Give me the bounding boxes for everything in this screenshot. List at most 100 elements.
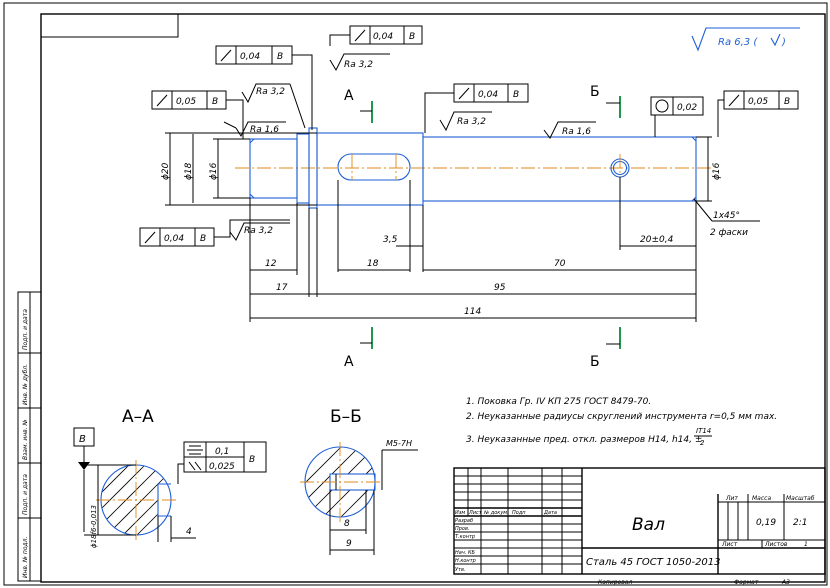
side-stamp-s5: Инв. № подл. bbox=[22, 537, 29, 578]
tb-row-utv: Утв. bbox=[455, 567, 466, 573]
tb-head-massa: Масса bbox=[752, 495, 771, 502]
fcf-sym-value2: 0,025 bbox=[209, 462, 235, 472]
fcf-left-lower: 0,04 В bbox=[139, 219, 290, 247]
section-mark-a-bottom: А bbox=[344, 354, 354, 370]
chamfer-note: 1х45° 2 фаски bbox=[693, 198, 760, 238]
fcf-center: 0,04 В bbox=[424, 83, 529, 133]
tb-list-label: Лист bbox=[721, 541, 738, 548]
section-title-aa: А–А bbox=[122, 407, 154, 427]
fcf-right: 0,05 В bbox=[717, 90, 799, 137]
note-3-numerator: IT14 bbox=[696, 427, 711, 435]
fcf-left-lower-base: В bbox=[200, 234, 206, 244]
diameter-dims: ϕ20 ϕ18 ϕ16 ϕ16 bbox=[161, 132, 722, 206]
tb-material: Сталь 45 ГОСТ 1050-2013 bbox=[586, 557, 721, 568]
tb-kopiroval: Копировал bbox=[598, 579, 632, 586]
dim-d18f6: ϕ18f6-0,013 bbox=[90, 505, 98, 548]
fcf-center-base: В bbox=[513, 90, 519, 100]
section-mark-a-top: А bbox=[344, 88, 354, 104]
dim-70: 70 bbox=[554, 259, 566, 269]
side-stamp-s4: Подп. и дата bbox=[22, 474, 29, 515]
side-stamp-s1: Подп. и дата bbox=[22, 309, 29, 350]
tb-col-podp: Подп bbox=[512, 510, 526, 516]
note-3-denominator: 2 bbox=[700, 439, 705, 447]
fcf-left-mid: 0,05 В bbox=[151, 90, 244, 139]
dim-12: 12 bbox=[265, 259, 277, 269]
tb-listov-value: 1 bbox=[804, 541, 808, 548]
note-1: 1. Поковка Гр. IV КП 275 ГОСТ 8479-70. bbox=[466, 397, 651, 407]
chamfer-count: 2 фаски bbox=[710, 228, 748, 238]
dim-20pm: 20±0,4 bbox=[640, 235, 674, 245]
fcf-center-value: 0,04 bbox=[478, 90, 498, 100]
section-bb: Б–Б М5-7Н 8 9 bbox=[300, 407, 418, 555]
tb-format-value: А3 bbox=[781, 579, 790, 586]
fcf-left-upper-value: 0,04 bbox=[240, 52, 260, 62]
side-stamp-s3: Взам. инв. № bbox=[22, 419, 29, 460]
section-cuts: А Б А Б bbox=[344, 84, 621, 370]
fcf-right-value: 0,05 bbox=[748, 97, 768, 107]
tb-part-name: Вал bbox=[632, 515, 665, 535]
tb-col-izm: Изм bbox=[455, 510, 465, 516]
roughness-r5: Ra 1,6 bbox=[562, 127, 591, 137]
tb-listov-label: Листов bbox=[764, 541, 788, 548]
tb-scale: 2:1 bbox=[793, 518, 807, 528]
fcf-left-mid-value: 0,05 bbox=[176, 97, 196, 107]
dim-114: 114 bbox=[464, 307, 481, 317]
tb-row-nkontr: Н.контр bbox=[455, 558, 476, 564]
general-roughness-tail: ) bbox=[781, 37, 786, 48]
dim-95: 95 bbox=[494, 283, 506, 293]
fcf-right-base: В bbox=[784, 97, 790, 107]
dim-17: 17 bbox=[276, 283, 288, 293]
section-aa: А–А В ϕ18f bbox=[73, 407, 267, 548]
dim-d16b: ϕ16 bbox=[712, 162, 722, 180]
dim-d16a: ϕ16 bbox=[209, 162, 219, 180]
section-mark-b-bottom: Б bbox=[590, 354, 600, 370]
fcf-sym-base: В bbox=[249, 455, 255, 465]
datum-label: В bbox=[79, 434, 86, 445]
tb-row-nach: Нач. КБ bbox=[455, 550, 476, 556]
fcf-top-base: В bbox=[409, 32, 415, 42]
tb-row-tkontr: Т.контр bbox=[455, 534, 475, 540]
tb-format: Формат bbox=[734, 579, 759, 586]
roughness-r3: Ra 1,6 bbox=[250, 125, 279, 135]
note-2: 2. Неуказанные радиусы скруглений инстру… bbox=[466, 412, 777, 422]
tb-head-lit: Лит bbox=[725, 495, 738, 502]
roughness-r6: Ra 3,2 bbox=[244, 226, 273, 236]
fcf-top: 0,04 В bbox=[329, 25, 423, 46]
fcf-round-value: 0,02 bbox=[677, 103, 697, 113]
tb-mass: 0,19 bbox=[756, 518, 776, 528]
general-roughness-text: Ra 6,3 ( bbox=[718, 37, 758, 48]
fcf-left-lower-value: 0,04 bbox=[164, 234, 184, 244]
roughness-r4: Ra 3,2 bbox=[457, 117, 486, 127]
fcf-left-upper: 0,04 В bbox=[215, 45, 313, 130]
fcf-round: 0,02 bbox=[650, 96, 704, 137]
fcf-sym-value1: 0,1 bbox=[215, 447, 229, 457]
dim-9: 9 bbox=[346, 539, 352, 549]
section-mark-b-top: Б bbox=[590, 84, 600, 100]
chamfer-size: 1х45° bbox=[713, 211, 740, 221]
tb-col-ndok: № докум. bbox=[483, 510, 509, 516]
dim-18: 18 bbox=[367, 259, 379, 269]
linear-dims: 3,5 12 18 70 20±0,4 17 95 114 bbox=[249, 177, 697, 322]
tb-col-list: Лист bbox=[468, 510, 483, 516]
roughness-r1: Ra 3,2 bbox=[256, 87, 285, 97]
dim-3-5: 3,5 bbox=[383, 235, 398, 245]
section-title-bb: Б–Б bbox=[330, 407, 362, 427]
note-3: 3. Неуказанные пред. откл. размеров Н14,… bbox=[466, 435, 702, 445]
tb-row-razrab: Разраб bbox=[455, 518, 473, 524]
shaft-main-view bbox=[235, 127, 712, 209]
thread-label: М5-7Н bbox=[386, 439, 412, 448]
fcf-left-mid-base: В bbox=[212, 97, 218, 107]
roughness-r2: Ra 3,2 bbox=[344, 60, 373, 70]
roughness-marks: Ra 3,2 Ra 3,2 Ra 1,6 Ra 3,2 Ra 1,6 Ra 3,… bbox=[223, 53, 596, 241]
technical-notes: 1. Поковка Гр. IV КП 275 ГОСТ 8479-70. 2… bbox=[466, 397, 777, 447]
tb-col-data: Дата bbox=[543, 510, 557, 516]
fcf-left-upper-base: В bbox=[277, 52, 283, 62]
dim-d20: ϕ20 bbox=[161, 162, 171, 180]
dim-d18: ϕ18 bbox=[184, 162, 194, 180]
dim-8: 8 bbox=[344, 519, 350, 529]
general-roughness: Ra 6,3 ( ) bbox=[691, 27, 800, 52]
dim-4: 4 bbox=[186, 527, 192, 537]
fcf-top-value: 0,04 bbox=[373, 32, 393, 42]
side-stamp: Подп. и дата Инв. № дубл. Взам. инв. № П… bbox=[17, 291, 42, 582]
